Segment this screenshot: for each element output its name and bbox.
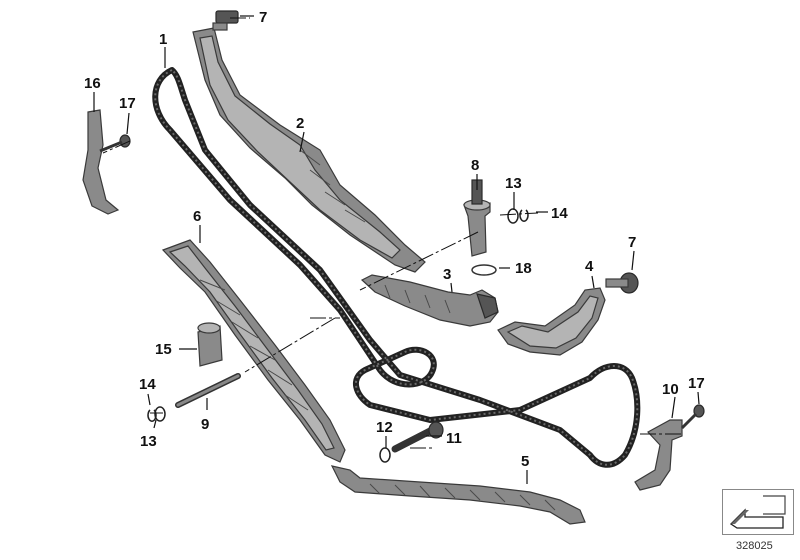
reference-box [722,489,794,535]
callout-14-right: 14 [551,205,568,222]
callout-12: 12 [376,419,393,436]
callout-5: 5 [521,453,529,470]
part-5-lower-guide-rail [330,465,586,525]
assembly-centerlines [102,17,684,449]
callout-15: 15 [155,341,172,358]
part-8-chain-tensioner [463,179,491,257]
diagram-reference-number: 328025 [736,540,773,552]
callout-13-left: 13 [140,433,157,450]
callout-16: 16 [84,75,101,92]
callout-8: 8 [471,157,479,174]
part-2-upper-rail [192,27,426,273]
part-11-bolt [391,421,444,453]
callout-4: 4 [585,258,594,275]
part-13-14-washers-left [147,406,166,422]
callout-17-right: 17 [688,375,705,392]
part-4-slide-piece [497,287,606,356]
part-12-washer [379,447,391,463]
part-6-guide-rail [161,239,346,463]
part-1-timing-chain [152,67,641,468]
part-13-14-washers-right [507,208,529,224]
callout-2: 2 [296,115,304,132]
callout-9: 9 [201,416,209,433]
callout-14-left: 14 [139,376,156,393]
part-7-bolt-right [605,272,639,294]
callout-7-top: 7 [259,9,267,26]
callout-10: 10 [662,381,679,398]
leader-lines [93,15,700,484]
part-9-pin [175,373,241,408]
part-10-bracket [634,404,705,491]
part-7-bolt-top [212,10,239,31]
part-16-bracket [82,109,131,215]
callout-3: 3 [443,266,451,283]
reference-arrow-icon [729,495,786,529]
part-3-tensioner-rail [360,274,499,327]
callout-13-right: 13 [505,175,522,192]
callout-18: 18 [515,260,532,277]
part-18-o-ring [471,264,497,276]
callout-7-right: 7 [628,234,636,251]
callout-17-left: 17 [119,95,136,112]
part-15-tensioner-piston [197,322,223,367]
callout-6: 6 [193,208,201,225]
callout-11: 11 [446,430,462,447]
callout-1: 1 [159,31,167,48]
